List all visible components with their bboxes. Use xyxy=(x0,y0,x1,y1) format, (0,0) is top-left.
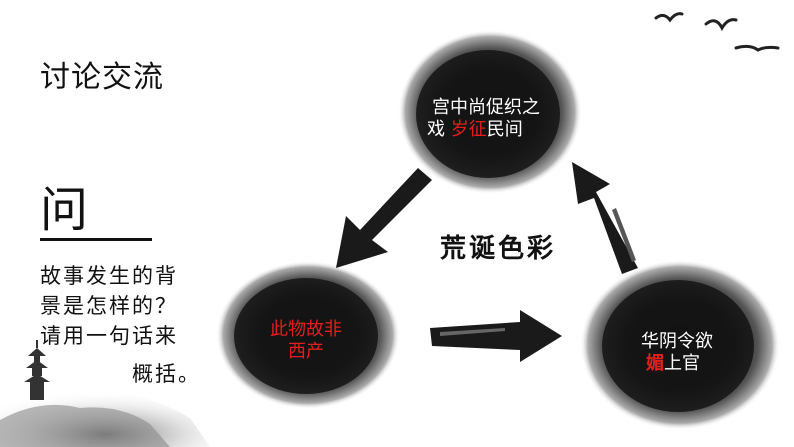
birds-icon xyxy=(654,12,780,52)
brush-arrow-down-left xyxy=(336,168,432,268)
ink-circle-left xyxy=(216,261,400,409)
brush-arrow-up xyxy=(572,162,638,274)
question-heading: 问 xyxy=(40,182,89,238)
question-underline xyxy=(40,238,152,241)
node-text-part: 民间 xyxy=(486,119,523,140)
node-right-line2: 媚上官 xyxy=(646,352,700,375)
node-top-line2: 戏 岁征民间 xyxy=(427,118,523,141)
node-text-highlight: 岁征 xyxy=(450,119,487,140)
center-theme-label: 荒诞色彩 xyxy=(440,234,557,264)
slide-title: 讨论交流 xyxy=(40,60,164,95)
node-text-part: 戏 xyxy=(427,119,451,140)
question-line: 概括。 xyxy=(132,362,201,386)
question-line: 故事发生的背 xyxy=(40,264,178,288)
mountain-pagoda-icon xyxy=(0,340,210,447)
question-line: 景是怎样的？ xyxy=(40,294,178,318)
node-text-part: 上官 xyxy=(664,353,700,374)
node-left-line2: 西产 xyxy=(288,341,324,362)
brush-arrow-right xyxy=(430,310,562,362)
node-text-highlight: 媚 xyxy=(646,353,664,374)
node-right-line1: 华阴令欲 xyxy=(641,331,713,352)
ink-circle-right xyxy=(580,260,780,430)
node-top-line1: 宫中尚促织之 xyxy=(432,97,540,118)
ink-circle-top xyxy=(398,30,582,194)
question-line: 请用一句话来 xyxy=(40,324,178,348)
node-left-line1: 此物故非 xyxy=(270,319,342,340)
